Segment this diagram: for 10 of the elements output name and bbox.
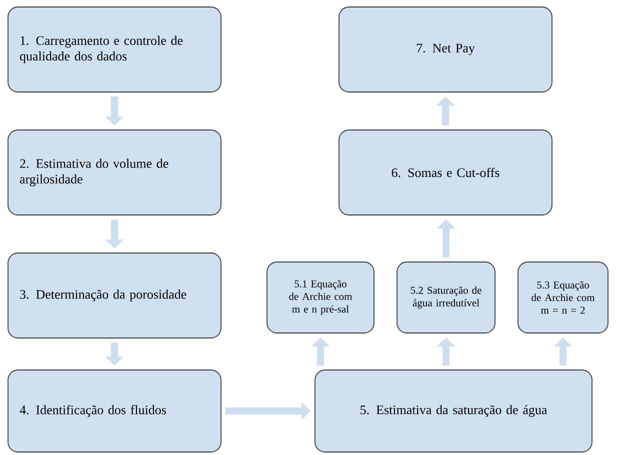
process-box: 5. Estimativa da saturação de água [314, 370, 592, 452]
process-box: 4. Identificação dos fluidos [8, 370, 222, 452]
process-box: 7. Net Pay [338, 6, 552, 92]
process-box: 1. Carregamento e controle de qualidade dos dados [8, 6, 222, 92]
process-box: 6. Somas e Cut-offs [338, 130, 552, 216]
process-box: 5.2 Saturação de água irredutível [396, 262, 496, 334]
process-box: 5.3 Equação de Archie com m = n = 2 [518, 262, 608, 334]
process-box: 2. Estimativa do volume de argilosidade [8, 130, 222, 216]
process-box: 3. Determinação da porosidade [8, 252, 222, 338]
process-box: 5.1 Equação de Archie com m e n pré-sal [266, 262, 374, 334]
